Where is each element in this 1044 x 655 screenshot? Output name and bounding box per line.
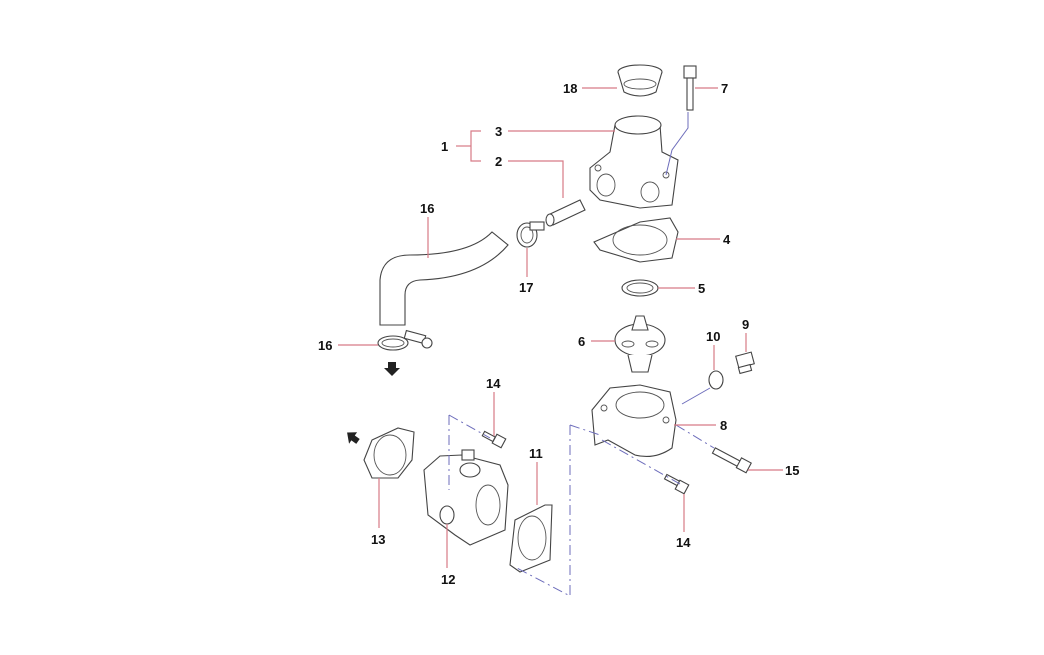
part-2-pipe [545,199,586,227]
part-14-bolt-left [481,430,507,449]
callout-12: 12 [441,572,455,587]
part-7-bolt [683,65,697,111]
leader-lines [338,87,783,568]
callout-18: 18 [563,81,577,96]
callout-7: 7 [721,81,728,96]
callout-4: 4 [723,232,731,247]
part-3-housing [589,115,679,209]
direction-arrow-icon [384,362,400,376]
assembly-guides [448,112,715,597]
callout-15: 15 [785,463,799,478]
callout-14-right: 14 [676,535,691,550]
part-18-seal [617,64,663,97]
part-8-cover [591,384,677,457]
callout-labels: 18 7 3 1 2 16 4 17 5 9 10 6 16 14 8 11 1… [318,81,799,587]
callout-14-left: 14 [486,376,501,391]
part-13-gasket [363,427,415,479]
part-11-gasket [509,504,553,573]
callout-8: 8 [720,418,727,433]
part-4-gasket [593,217,679,263]
callout-2: 2 [495,154,502,169]
part-16-hose [379,231,509,326]
part-9-plug [735,351,755,375]
callout-6: 6 [578,334,585,349]
callout-11: 11 [529,446,543,461]
direction-arrow-icon [347,432,360,444]
part-17-clamp [516,221,545,248]
part-6-thermostat [614,315,666,373]
callout-1: 1 [441,139,448,154]
part-15-bolt [711,447,752,474]
callout-17: 17 [519,280,533,295]
part-5-ring [621,279,659,297]
callout-13: 13 [371,532,385,547]
part-12-housing [423,449,509,546]
callout-16-lower: 16 [318,338,332,353]
guide-line [681,387,711,405]
callout-10: 10 [706,329,720,344]
callout-5: 5 [698,281,705,296]
callout-9: 9 [742,317,749,332]
callout-3: 3 [495,124,502,139]
callout-16-upper: 16 [420,201,434,216]
part-16-clamp [377,329,433,351]
part-10-washer [708,370,724,390]
